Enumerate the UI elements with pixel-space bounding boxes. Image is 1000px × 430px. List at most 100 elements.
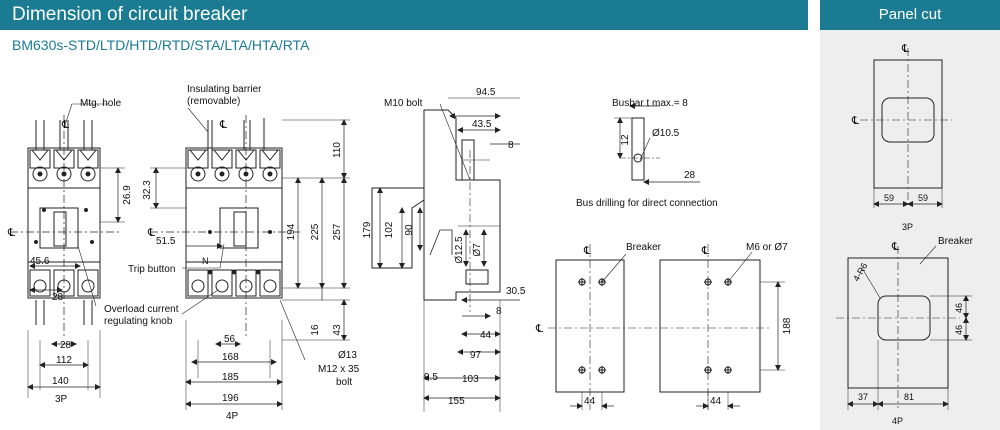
- view-4p-text: Insulating barrier (removable) ℄ ℄ 32.3 …: [104, 84, 360, 422]
- dim-44-a: 44: [584, 396, 596, 407]
- dim-45-6: 45.6: [30, 256, 50, 267]
- dim-112: 112: [56, 355, 72, 366]
- drill-holes: [578, 278, 732, 374]
- dim-196: 196: [222, 393, 239, 404]
- panel-cut-drawings: [836, 48, 972, 410]
- busbar-tmax-label: Busbar t max.= 8: [612, 98, 688, 109]
- dim-phi13: Ø13: [338, 350, 357, 361]
- dim-90: 90: [404, 224, 415, 236]
- dim-179: 179: [362, 221, 373, 238]
- dim-28-busbar: 28: [684, 170, 696, 181]
- centerline-mark: ℄: [583, 245, 591, 257]
- side-profile: [371, 109, 501, 301]
- model-subtitle: BM630s-STD/LTD/HTD/RTD/STA/LTA/HTA/RTA: [12, 37, 310, 53]
- handle-area: [39, 207, 79, 249]
- dim-8-b: 8: [496, 306, 502, 317]
- bottom-terminal: [465, 269, 489, 285]
- dim-44-b: 44: [710, 396, 722, 407]
- dim-phi7-side: Ø7: [472, 243, 483, 257]
- breaker-label-a: Breaker: [626, 242, 662, 253]
- overload-label-1: Overload current: [104, 304, 179, 315]
- view-label-4p: 4P: [226, 411, 239, 422]
- centerline-mark: ℄: [219, 119, 227, 131]
- centerline-mark: ℄: [701, 245, 709, 257]
- dim-110: 110: [332, 142, 343, 158]
- dim-194: 194: [286, 223, 297, 240]
- centerline-mark: ℄: [901, 43, 909, 55]
- centerline-mark: ℄: [61, 119, 69, 131]
- view-label-3p: 3P: [55, 394, 68, 405]
- centerline-mark: ℄: [891, 241, 899, 253]
- drilling-text: Breaker ℄ ℄ ℄ M6 or Ø7 188 44 44: [535, 242, 793, 407]
- dim-phi10-5: Ø10.5: [652, 128, 680, 139]
- dim-46-b: 46: [954, 325, 964, 335]
- centerline-mark: ℄: [7, 227, 15, 239]
- panel-cutout-4p: [877, 295, 931, 341]
- dim-59-a: 59: [884, 193, 894, 203]
- dim-43: 43: [332, 324, 343, 336]
- top-terminals-3p: [29, 149, 99, 182]
- drilling-template-4p: [659, 259, 761, 393]
- panel-cut-title: Panel cut: [878, 6, 942, 23]
- dim-168: 168: [222, 352, 239, 363]
- dim-28-b: 28: [60, 340, 72, 351]
- dim-37: 37: [858, 392, 868, 402]
- breaker-label-b: Breaker: [938, 236, 974, 247]
- page-title: Dimension of circuit breaker: [12, 4, 248, 25]
- dim-44-side: 44: [480, 330, 492, 341]
- dim-30-5: 30.5: [506, 286, 526, 297]
- centerline-mark: ℄: [851, 115, 859, 127]
- dim-94-5: 94.5: [476, 87, 496, 98]
- dim-9-5: 9.5: [424, 372, 438, 383]
- bottom-terminals-4p: [187, 269, 281, 297]
- dim-51-5: 51.5: [156, 236, 176, 247]
- view-3p-text: ℄ ℄ Mtg. hole 26.9 45.6 28 28 112 140 3P: [7, 98, 133, 405]
- insulating-barrier-label: Insulating barrier: [187, 84, 262, 95]
- busbar-text: Busbar t max.= 8 12 Ø10.5 28 Bus drillin…: [576, 98, 718, 209]
- dim-32-3: 32.3: [142, 180, 153, 200]
- panel-3p-label: 3P: [902, 222, 913, 232]
- breaker-body-4p: [185, 147, 283, 299]
- mtg-hole-label: Mtg. hole: [80, 98, 122, 109]
- dim-140: 140: [52, 376, 69, 387]
- overload-label-2: regulating knob: [104, 316, 173, 327]
- trip-button-label: Trip button: [128, 264, 175, 275]
- dim-26-9: 26.9: [122, 185, 133, 205]
- dim-56: 56: [224, 334, 236, 345]
- panel-cut-header: Panel cut: [820, 0, 1000, 30]
- drilling-templates: [548, 244, 785, 410]
- view-4p-front: [150, 107, 350, 410]
- view-3p-front: [10, 103, 125, 398]
- handle-area-4p: [219, 207, 259, 249]
- dim-103: 103: [462, 374, 479, 385]
- view-side: [371, 97, 520, 412]
- panel-4p-label: 4P: [892, 416, 903, 426]
- panel-cut-text: ℄ ℄ 59 59 3P ℄ Breaker 4-R6 46 46 37 81 …: [851, 43, 974, 426]
- dim-81: 81: [904, 392, 914, 402]
- removable-label: (removable): [187, 96, 240, 107]
- panel-cut-background: [820, 30, 1000, 430]
- bolt-label: bolt: [336, 377, 352, 388]
- dim-12: 12: [620, 134, 631, 146]
- m6-phi7-label: M6 or Ø7: [746, 242, 788, 253]
- toggle-handle-4p: [233, 211, 247, 247]
- view-side-text: M10 bolt 94.5 43.5 8 179 102 90 Ø12.5 Ø7…: [362, 87, 526, 407]
- dim-185: 185: [222, 372, 239, 383]
- bus-drilling-label: Bus drilling for direct connection: [576, 198, 718, 209]
- dim-102: 102: [384, 221, 395, 238]
- m12-label: M12 x 35: [318, 364, 360, 375]
- m10-bolt-label: M10 bolt: [384, 98, 423, 109]
- top-terminals-4p: [187, 149, 281, 182]
- dim-phi12-5: Ø12.5: [454, 236, 465, 264]
- busbar: [631, 117, 645, 181]
- dim-16: 16: [310, 324, 321, 336]
- toggle-handle: [53, 211, 67, 247]
- dim-257: 257: [332, 223, 343, 240]
- dim-225: 225: [310, 223, 321, 240]
- header-bar: Dimension of circuit breaker: [0, 0, 808, 30]
- centerline-mark: ℄: [535, 323, 543, 335]
- dim-59-b: 59: [918, 193, 928, 203]
- centerline-mark: ℄: [147, 227, 155, 239]
- dim-188: 188: [782, 317, 793, 334]
- dim-155: 155: [448, 396, 465, 407]
